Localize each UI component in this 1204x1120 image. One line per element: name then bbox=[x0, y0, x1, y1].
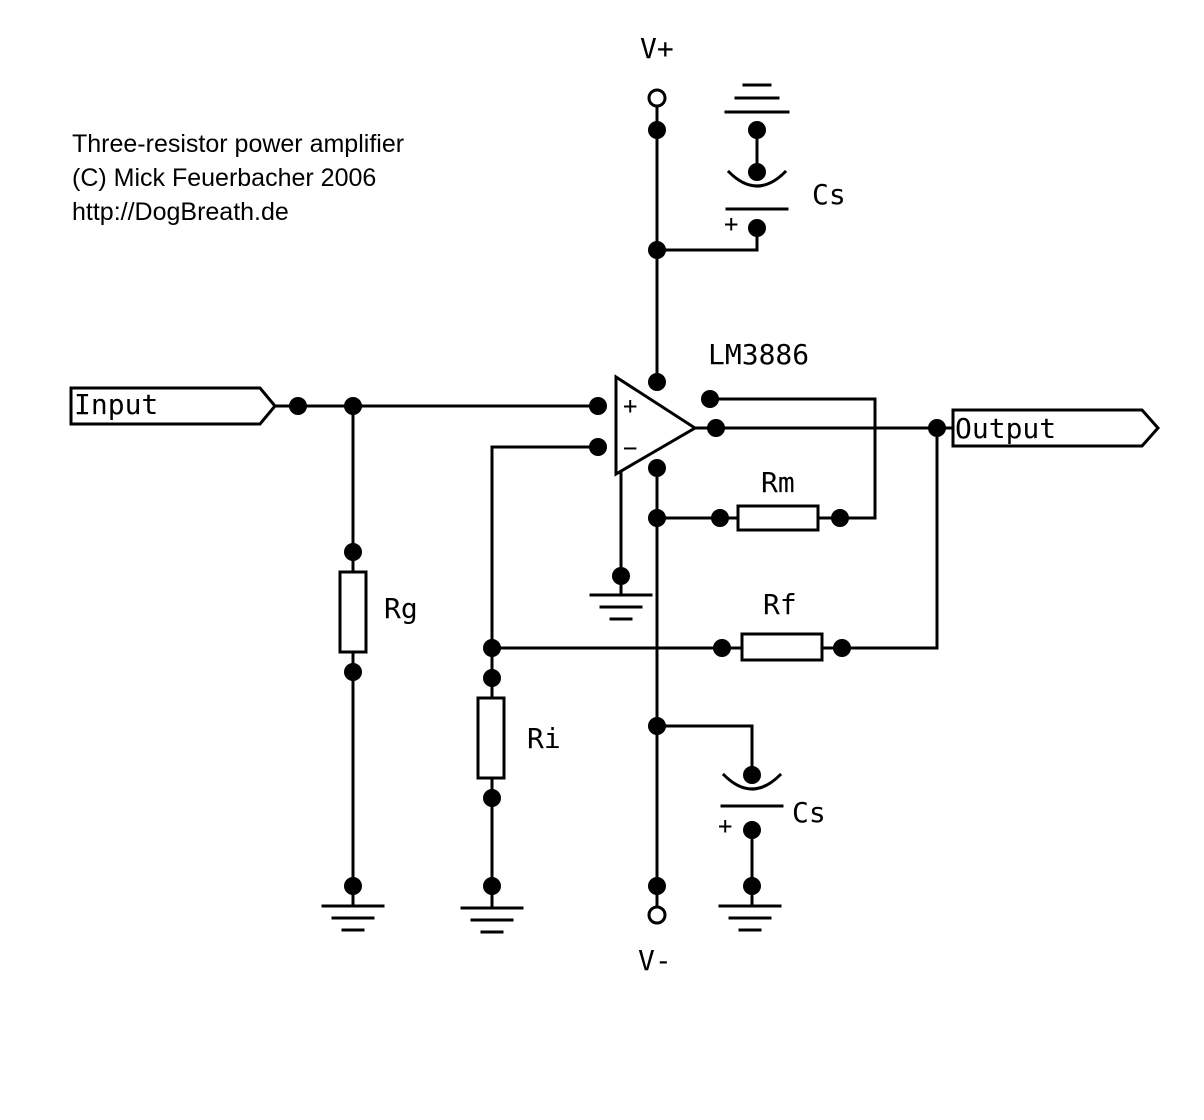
junction-dot bbox=[711, 509, 729, 527]
junction-dot bbox=[483, 789, 501, 807]
junction-dot bbox=[344, 663, 362, 681]
output-port-label: Output bbox=[955, 412, 1056, 445]
cap-top-curved-plate bbox=[726, 169, 788, 188]
title-line-1: Three-resistor power amplifier bbox=[72, 130, 405, 158]
junction-dot bbox=[289, 397, 307, 415]
junction-dot bbox=[344, 543, 362, 561]
junction-dot bbox=[344, 877, 362, 895]
capacitor-cs-top: + bbox=[724, 83, 790, 238]
wire-top-cap bbox=[655, 226, 759, 252]
junction-dot bbox=[707, 419, 725, 437]
wire-mute bbox=[708, 397, 877, 520]
label-rf: Rf bbox=[763, 588, 797, 621]
cap-bottom-plus-sign: + bbox=[718, 812, 732, 840]
input-port bbox=[69, 386, 277, 426]
junction-dot bbox=[648, 121, 666, 139]
junction-dot bbox=[833, 639, 851, 657]
junction-dot bbox=[748, 219, 766, 237]
label-rg: Rg bbox=[384, 592, 418, 625]
junction-dot bbox=[743, 877, 761, 895]
opamp-triangle bbox=[614, 374, 698, 477]
junction-dot bbox=[648, 241, 666, 259]
junction-dot bbox=[713, 639, 731, 657]
junction-dot bbox=[483, 877, 501, 895]
vminus-label: V- bbox=[638, 944, 672, 977]
wire-rf-right bbox=[820, 426, 939, 650]
ground-ic bbox=[589, 593, 653, 621]
website-line: http://DogBreath.de bbox=[72, 198, 289, 226]
vplus-label: V+ bbox=[640, 32, 674, 65]
copyright-line: (C) Mick Feuerbacher 2006 bbox=[72, 164, 377, 192]
opamp-minus-sign: − bbox=[623, 434, 637, 462]
junction-dot bbox=[743, 821, 761, 839]
junction-dots bbox=[289, 121, 946, 895]
junction-dot bbox=[928, 419, 946, 437]
junction-dot bbox=[589, 397, 607, 415]
junction-dot bbox=[648, 509, 666, 527]
junction-dot bbox=[743, 766, 761, 784]
junction-dot bbox=[483, 669, 501, 687]
label-rm: Rm bbox=[761, 466, 795, 499]
junction-dot bbox=[701, 390, 719, 408]
label-cs-top: Cs bbox=[812, 178, 846, 211]
junction-dot bbox=[648, 877, 666, 895]
junction-dot bbox=[648, 717, 666, 735]
junction-dot bbox=[612, 567, 630, 585]
wires bbox=[273, 106, 955, 907]
junction-dot bbox=[344, 397, 362, 415]
wire-bottom-cap bbox=[655, 724, 754, 777]
resistor-rm bbox=[736, 504, 820, 532]
wire-inverting-input bbox=[490, 445, 600, 700]
label-ri: Ri bbox=[527, 722, 561, 755]
resistor-rg bbox=[338, 570, 368, 654]
cap-bottom-curved-plate bbox=[721, 772, 783, 791]
vminus-terminal bbox=[647, 905, 667, 925]
resistor-rf bbox=[740, 632, 824, 662]
junction-dot bbox=[648, 373, 666, 391]
opamp-plus-sign: + bbox=[623, 392, 637, 420]
resistor-ri bbox=[476, 696, 506, 780]
ground-ri bbox=[460, 884, 524, 934]
junction-dot bbox=[748, 121, 766, 139]
junction-dot bbox=[831, 509, 849, 527]
opamp-label: LM3886 bbox=[708, 338, 809, 371]
output-port bbox=[951, 408, 1161, 448]
capacitor-cs-bottom: + bbox=[718, 772, 784, 840]
junction-dot bbox=[589, 438, 607, 456]
junction-dot bbox=[483, 639, 501, 657]
vplus-terminal bbox=[647, 88, 667, 108]
junction-dot bbox=[748, 163, 766, 181]
junction-dot bbox=[648, 459, 666, 477]
label-cs-bottom: Cs bbox=[792, 796, 826, 829]
input-port-label: Input bbox=[74, 388, 158, 421]
cap-top-plus-sign: + bbox=[724, 210, 738, 238]
